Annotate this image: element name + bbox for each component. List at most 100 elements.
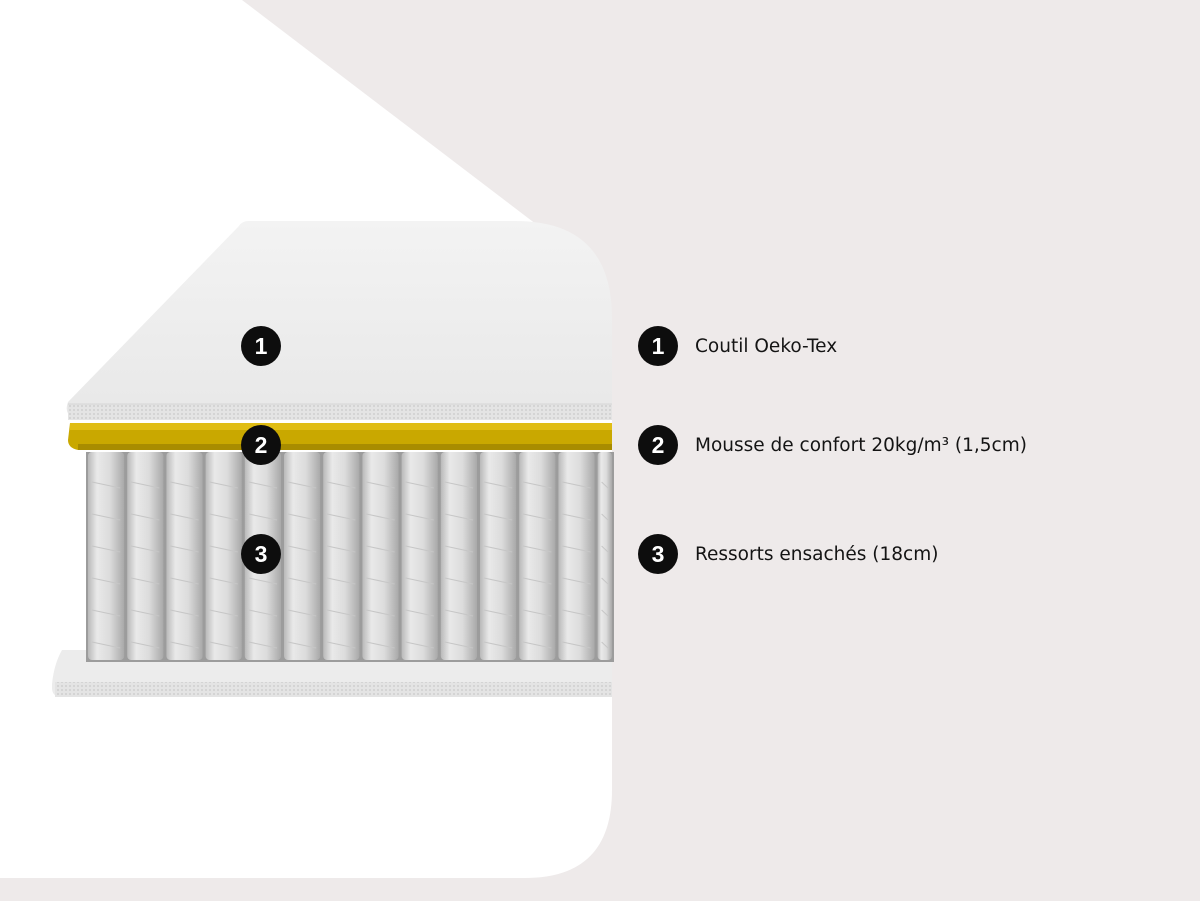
spring-pocket xyxy=(440,452,477,660)
spring-pocket-seam xyxy=(91,513,121,521)
spring-pocket-seam xyxy=(601,481,609,489)
comfort-foam-layer xyxy=(68,423,612,450)
spring-pocket-seam xyxy=(248,481,278,489)
layer-2-marker: 2 xyxy=(241,425,281,465)
spring-pocket-seam xyxy=(444,577,474,585)
spring-pocket-seam xyxy=(523,641,552,649)
legend-1-number: 1 xyxy=(651,333,665,359)
spring-pocket-seam xyxy=(287,609,317,617)
spring-pocket-seam xyxy=(405,545,434,553)
layer-1-marker-number: 1 xyxy=(254,333,268,359)
legend-2-number: 2 xyxy=(651,432,665,458)
spring-pocket xyxy=(401,452,438,660)
spring-pocket-seam xyxy=(601,577,609,585)
spring-pocket-seam xyxy=(131,545,160,553)
spring-pocket-seam xyxy=(483,513,513,521)
spring-pocket-seam xyxy=(562,545,591,553)
legend-item-3: 3 Ressorts ensachés (18cm) xyxy=(638,534,938,574)
spring-pocket-seam xyxy=(170,545,199,553)
spring-pocket-seam xyxy=(209,577,238,585)
spring-pocket-seam xyxy=(91,481,121,489)
spring-pocket-seam xyxy=(405,481,434,489)
spring-pocket-seam xyxy=(327,513,356,521)
spring-pocket-seam xyxy=(209,609,238,617)
spring-pocket-seam xyxy=(170,641,199,649)
spring-pocket-seam xyxy=(562,641,591,649)
spring-pocket-seam xyxy=(91,545,121,553)
spring-pocket-seam xyxy=(366,481,395,489)
spring-pocket xyxy=(362,452,399,660)
spring-pocket-seam xyxy=(287,481,317,489)
spring-pocket-seam xyxy=(327,481,356,489)
spring-pocket-seam xyxy=(287,577,317,585)
spring-pocket-seam xyxy=(366,609,395,617)
spring-pocket-seam xyxy=(170,609,199,617)
spring-pocket-seam xyxy=(601,641,609,649)
legend-item-2: 2 Mousse de confort 20kg/m³ (1,5cm) xyxy=(638,425,1027,465)
spring-pocket xyxy=(480,452,517,660)
spring-pocket-seam xyxy=(287,641,317,649)
legend-2-label: Mousse de confort 20kg/m³ (1,5cm) xyxy=(695,434,1027,456)
spring-pocket xyxy=(88,452,125,660)
legend-3-number: 3 xyxy=(651,541,665,567)
spring-pocket-seam xyxy=(444,545,474,553)
spring-pocket-seam xyxy=(483,481,513,489)
spring-pocket-seam xyxy=(131,513,160,521)
spring-pocket-seam xyxy=(483,577,513,585)
spring-pocket xyxy=(205,452,242,660)
spring-pocket-seam xyxy=(327,577,356,585)
spring-pocket-seam xyxy=(327,609,356,617)
spring-pocket-seam xyxy=(209,513,238,521)
spring-pocket-seam xyxy=(562,577,591,585)
spring-pocket xyxy=(127,452,164,660)
spring-pocket-seam xyxy=(483,641,513,649)
spring-pocket-seam xyxy=(209,641,238,649)
layer-2-marker-number: 2 xyxy=(254,432,268,458)
spring-pocket-seam xyxy=(366,577,395,585)
spring-pocket xyxy=(323,452,360,660)
spring-pocket xyxy=(166,452,203,660)
spring-pocket-seam xyxy=(405,609,434,617)
spring-pocket-seam xyxy=(91,577,121,585)
spring-pocket-seam xyxy=(601,609,609,617)
spring-pocket-seam xyxy=(170,481,199,489)
spring-pocket xyxy=(597,452,612,660)
spring-pocket-seam xyxy=(366,641,395,649)
spring-pocket-seam xyxy=(523,577,552,585)
legend-item-1: 1 Coutil Oeko-Tex xyxy=(638,326,837,366)
spring-pocket-seam xyxy=(405,577,434,585)
spring-pocket-seam xyxy=(483,545,513,553)
pocket-springs-layer xyxy=(86,452,614,662)
spring-pocket-seam xyxy=(444,481,474,489)
spring-pocket xyxy=(284,452,321,660)
spring-pocket-seam xyxy=(91,609,121,617)
spring-pocket-seam xyxy=(523,545,552,553)
legend-1-badge: 1 xyxy=(638,326,678,366)
spring-pocket-seam xyxy=(131,609,160,617)
legend-1-label: Coutil Oeko-Tex xyxy=(695,335,838,357)
layer-3-marker: 3 xyxy=(241,534,281,574)
spring-pocket-seam xyxy=(523,609,552,617)
spring-pocket-seam xyxy=(601,513,609,521)
spring-pocket-seam xyxy=(562,481,591,489)
spring-pocket xyxy=(519,452,556,660)
top-cover xyxy=(66,221,612,420)
spring-pocket-seam xyxy=(248,513,278,521)
spring-pocket-seam xyxy=(209,481,238,489)
spring-pocket-seam xyxy=(287,545,317,553)
spring-pocket-seam xyxy=(562,609,591,617)
spring-pocket-seam xyxy=(366,545,395,553)
spring-pocket-seam xyxy=(523,481,552,489)
spring-pocket-seam xyxy=(91,641,121,649)
spring-pocket-seam xyxy=(523,513,552,521)
spring-pocket-seam xyxy=(562,513,591,521)
layer-1-marker: 1 xyxy=(241,326,281,366)
legend-3-label: Ressorts ensachés (18cm) xyxy=(695,543,939,565)
spring-pocket-seam xyxy=(444,641,474,649)
spring-pocket-seam xyxy=(131,641,160,649)
spring-pocket xyxy=(558,452,595,660)
spring-pocket-seam xyxy=(209,545,238,553)
spring-pocket-seam xyxy=(170,577,199,585)
spring-pocket-seam xyxy=(131,481,160,489)
